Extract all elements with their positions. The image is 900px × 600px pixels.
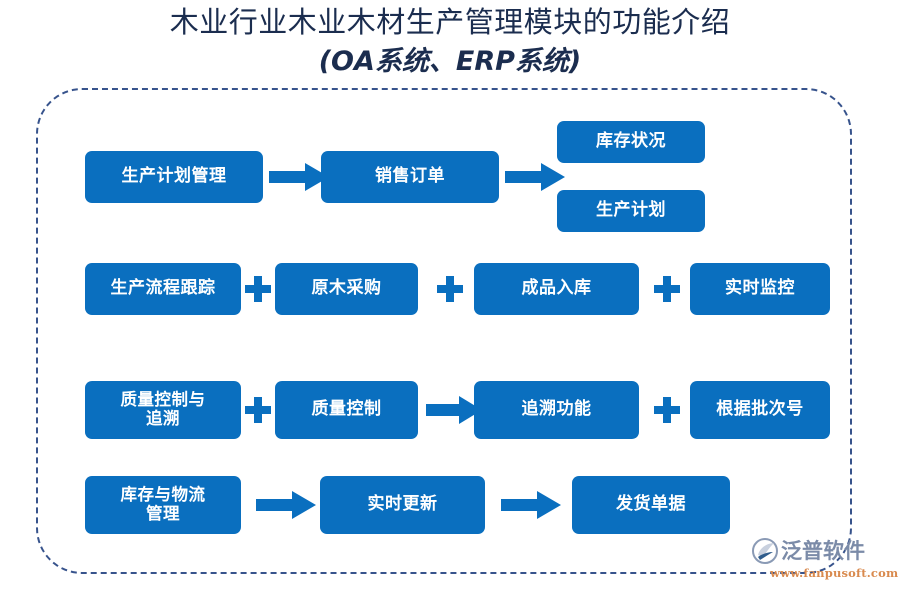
fanpu-logo-icon xyxy=(752,538,778,564)
node-finished-goods-in[interactable]: 成品入库 xyxy=(474,263,639,315)
watermark-url: www.fanpusoft.com xyxy=(770,566,899,580)
page-title: 木业行业木业木材生产管理模块的功能介绍 (OA系统、ERP系统) xyxy=(0,5,900,77)
arrow-right-icon xyxy=(256,491,316,519)
plus-icon xyxy=(654,397,680,423)
node-sales-order[interactable]: 销售订单 xyxy=(321,151,499,203)
node-by-batch-number[interactable]: 根据批次号 xyxy=(690,381,830,439)
plus-icon xyxy=(245,276,271,302)
node-production-plan[interactable]: 生产计划 xyxy=(557,190,705,232)
node-production-plan-mgmt[interactable]: 生产计划管理 xyxy=(85,151,263,203)
node-trace-function[interactable]: 追溯功能 xyxy=(474,381,639,439)
plus-icon xyxy=(654,276,680,302)
node-log-purchase[interactable]: 原木采购 xyxy=(275,263,418,315)
node-quality-control[interactable]: 质量控制 xyxy=(275,381,418,439)
page-title-line1: 木业行业木业木材生产管理模块的功能介绍 xyxy=(169,5,731,39)
page-title-line2: (OA系统、ERP系统) xyxy=(318,46,582,77)
arrow-right-icon xyxy=(501,491,561,519)
node-realtime-update[interactable]: 实时更新 xyxy=(320,476,485,534)
plus-icon xyxy=(245,397,271,423)
watermark-brand-name: 泛普软件 xyxy=(781,538,865,563)
arrow-right-icon xyxy=(426,396,482,424)
diagram-frame xyxy=(36,88,852,574)
node-stock-status[interactable]: 库存状况 xyxy=(557,121,705,163)
node-inventory-logistics-mgmt[interactable]: 库存与物流 管理 xyxy=(85,476,241,534)
node-quality-and-trace[interactable]: 质量控制与 追溯 xyxy=(85,381,241,439)
arrow-right-icon xyxy=(269,163,329,191)
node-process-tracking[interactable]: 生产流程跟踪 xyxy=(85,263,241,315)
node-realtime-monitor[interactable]: 实时监控 xyxy=(690,263,830,315)
node-shipping-document[interactable]: 发货单据 xyxy=(572,476,730,534)
watermark-logo: 泛普软件 www.fanpusoft.com xyxy=(752,538,899,590)
watermark-logo-row: 泛普软件 xyxy=(752,538,892,564)
plus-icon xyxy=(437,276,463,302)
arrow-right-icon xyxy=(505,163,565,191)
